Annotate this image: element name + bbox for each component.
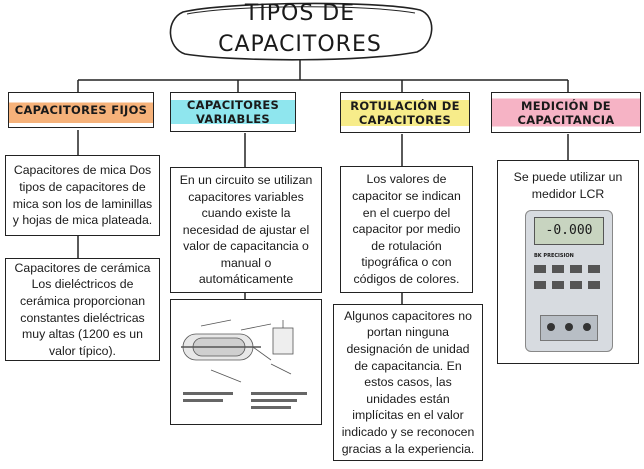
header-label: ROTULACIÓN DE CAPACITORES (350, 98, 460, 127)
text-box-rotulacion: Los valores de capacitor se indican en e… (340, 166, 473, 293)
lcr-meter-icon: -0.000 BK PRECISION (525, 210, 613, 352)
box-text: En un circuito se utilizan capacitores v… (179, 172, 313, 287)
meter-buttons (534, 265, 602, 305)
meter-brand: BK PRECISION (534, 253, 574, 259)
box-text: Algunos capacitores no portan ninguna de… (341, 308, 475, 456)
title-bubble: TIPOS DE CAPACITORES (165, 0, 435, 62)
box-text: Capacitores de cerámica Los dieléctricos… (14, 260, 151, 358)
header-label: CAPACITORES VARIABLES (186, 98, 280, 126)
header-capacitores-fijos: CAPACITORES FIJOS (8, 92, 154, 128)
header-label: CAPACITORES FIJOS (14, 103, 148, 117)
header-label: MEDICIÓN DE CAPACITANCIA (517, 98, 615, 127)
page-title: TIPOS DE CAPACITORES (165, 0, 435, 58)
variable-capacitor-diagram (170, 299, 322, 425)
header-rotulacion: ROTULACIÓN DE CAPACITORES (340, 92, 470, 133)
box-text: Capacitores de mica Dos tipos de capacit… (12, 163, 153, 228)
text-box-variables: En un circuito se utilizan capacitores v… (170, 167, 322, 293)
title-line-1: TIPOS DE (244, 1, 356, 26)
box-text: Se puede utilizar un medidor LCR (513, 170, 623, 201)
header-capacitores-variables: CAPACITORES VARIABLES (170, 92, 296, 132)
text-box-mica: Capacitores de mica Dos tipos de capacit… (5, 155, 160, 236)
variable-capacitor-drawing (181, 319, 307, 409)
meter-terminals (540, 315, 598, 341)
text-box-unidades: Algunos capacitores no portan ninguna de… (333, 304, 483, 461)
header-medicion: MEDICIÓN DE CAPACITANCIA (491, 92, 641, 133)
title-outline (169, 2, 433, 61)
title-line-2: CAPACITORES (218, 32, 382, 57)
text-box-ceramica: Capacitores de cerámica Los dieléctricos… (5, 258, 160, 361)
meter-display: -0.000 (534, 217, 604, 245)
box-text: Los valores de capacitor se indican en e… (352, 172, 461, 286)
